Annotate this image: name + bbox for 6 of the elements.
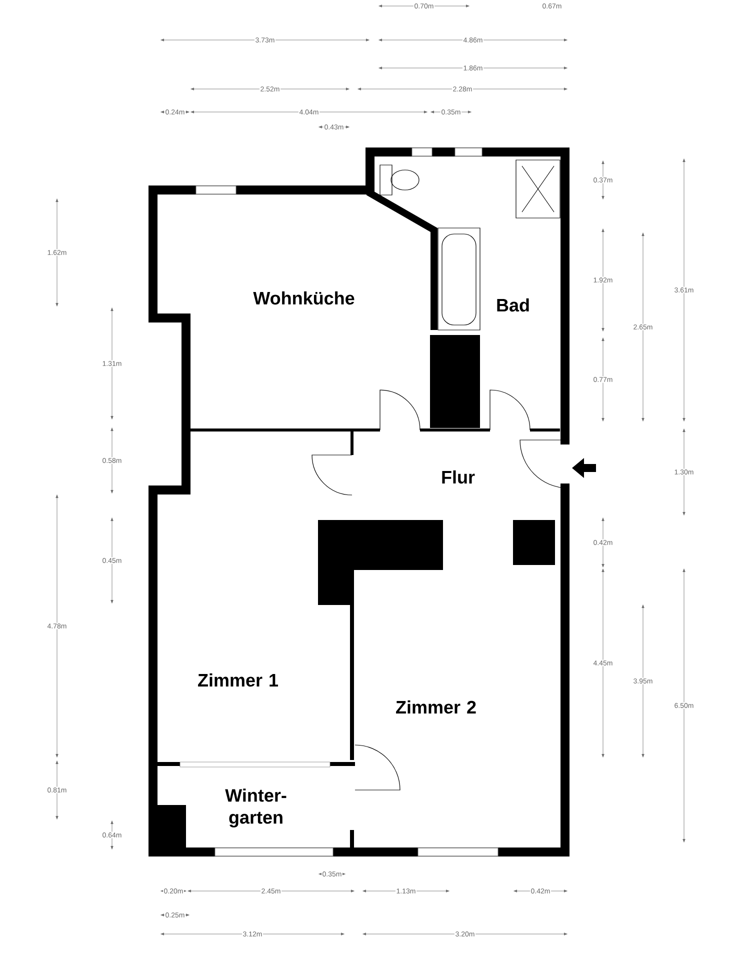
room-label: Zimmer 1 bbox=[198, 673, 278, 687]
room-label: Bad bbox=[497, 298, 529, 312]
room-label: Flur bbox=[442, 470, 475, 484]
room-label: Winter-garten bbox=[225, 788, 286, 828]
room-label: Wohnküche bbox=[253, 291, 354, 305]
room-label: Zimmer 2 bbox=[396, 700, 476, 714]
